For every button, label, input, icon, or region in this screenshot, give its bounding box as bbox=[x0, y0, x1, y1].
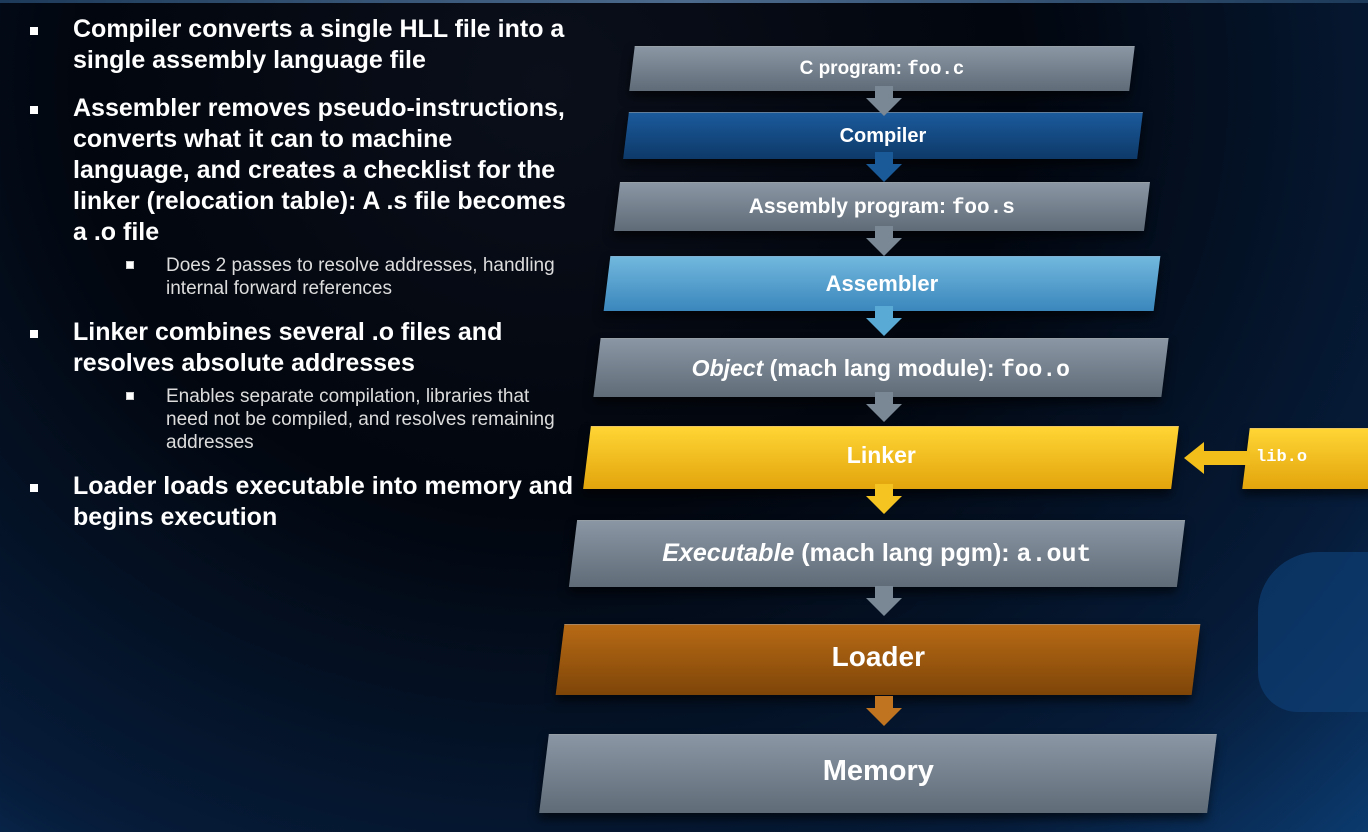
sub-bullet: Enables separate compilation, libraries … bbox=[73, 385, 575, 454]
bullet-text: Loader loads executable into memory and … bbox=[73, 472, 574, 531]
bullet-text: Linker combines several .o files and res… bbox=[73, 318, 503, 377]
library-label: lib.o bbox=[1256, 448, 1308, 467]
sub-bullet-text: Does 2 passes to resolve addresses, hand… bbox=[166, 255, 555, 299]
bullet-linker: Linker combines several .o files and res… bbox=[30, 317, 575, 454]
loader-box: Loader bbox=[555, 624, 1201, 695]
c-program-box: C program: foo.c bbox=[629, 46, 1135, 91]
bullet-list: Compiler converts a single HLL file into… bbox=[30, 14, 575, 550]
arrow-down-icon bbox=[866, 306, 902, 336]
c-program-label: C program: bbox=[799, 58, 908, 79]
memory-box: Memory bbox=[539, 734, 1217, 813]
object-label: (mach lang module): bbox=[763, 355, 1001, 381]
bullet-square-icon bbox=[30, 106, 38, 114]
library-box: lib.o bbox=[1242, 428, 1368, 489]
bullet-square-icon bbox=[30, 27, 38, 35]
object-file: foo.o bbox=[1000, 357, 1070, 383]
executable-box: Executable (mach lang pgm): a.out bbox=[568, 520, 1186, 587]
object-box: Object (mach lang module): foo.o bbox=[593, 338, 1169, 397]
arrow-down-icon bbox=[866, 86, 902, 116]
assembly-program-box: Assembly program: foo.s bbox=[613, 182, 1151, 231]
sub-bullet-text: Enables separate compilation, libraries … bbox=[166, 386, 555, 453]
memory-label: Memory bbox=[822, 755, 934, 787]
sub-bullet: Does 2 passes to resolve addresses, hand… bbox=[73, 254, 575, 300]
decorative-blob bbox=[1258, 552, 1368, 712]
arrow-down-icon bbox=[866, 392, 902, 422]
executable-label: (mach lang pgm): bbox=[794, 539, 1017, 567]
bullet-square-icon bbox=[30, 330, 38, 338]
object-label-italic: Object bbox=[691, 355, 764, 381]
sub-bullet-square-icon bbox=[126, 261, 134, 269]
assembly-program-file: foo.s bbox=[951, 197, 1015, 220]
executable-label-italic: Executable bbox=[662, 539, 795, 567]
linker-box: Linker bbox=[583, 426, 1179, 489]
arrow-down-icon bbox=[866, 226, 902, 256]
loader-label: Loader bbox=[831, 641, 925, 672]
linker-label: Linker bbox=[846, 442, 916, 468]
arrow-down-icon bbox=[866, 586, 902, 616]
assembler-label: Assembler bbox=[825, 271, 939, 296]
bullet-compiler: Compiler converts a single HLL file into… bbox=[30, 14, 575, 76]
top-rule bbox=[0, 0, 1368, 3]
c-program-file: foo.c bbox=[907, 58, 965, 80]
bullet-square-icon bbox=[30, 484, 38, 492]
executable-file: a.out bbox=[1016, 540, 1092, 569]
arrow-down-icon bbox=[866, 152, 902, 182]
arrow-down-icon bbox=[866, 696, 902, 726]
sub-bullet-square-icon bbox=[126, 392, 134, 400]
bullet-text: Compiler converts a single HLL file into… bbox=[73, 15, 565, 74]
assembly-program-label: Assembly program: bbox=[748, 195, 952, 218]
arrow-down-icon bbox=[866, 484, 902, 514]
bullet-text: Assembler removes pseudo-instructions, c… bbox=[73, 94, 566, 246]
assembler-box: Assembler bbox=[603, 256, 1161, 311]
bullet-assembler: Assembler removes pseudo-instructions, c… bbox=[30, 93, 575, 300]
arrow-left-icon bbox=[1184, 442, 1250, 474]
bullet-loader: Loader loads executable into memory and … bbox=[30, 471, 575, 533]
